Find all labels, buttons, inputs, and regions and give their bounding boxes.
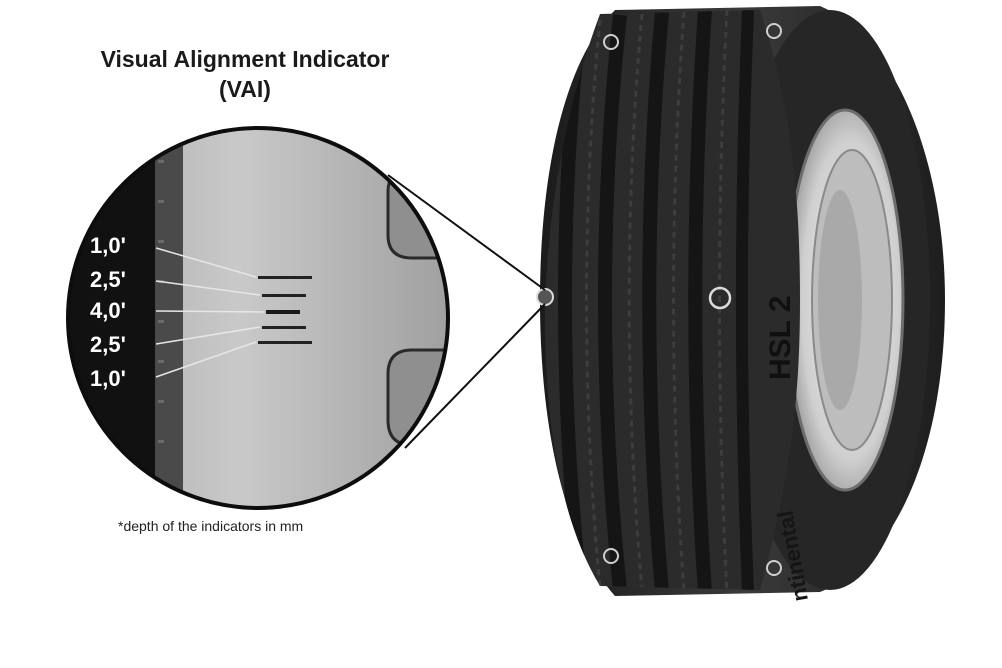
indicator-marker-circle (708, 286, 732, 310)
indicator-marker-circle (603, 548, 619, 564)
indicator-marker-circle (766, 560, 782, 576)
indicator-bar-2 (262, 294, 306, 297)
zoom-magnifier-circle: 1,0' 2,5' 4,0' 2,5' 1,0' (66, 126, 450, 510)
indicator-marker-circle (603, 34, 619, 50)
leader-line-1 (155, 247, 257, 278)
sidewall-model-text: HSL 2 (764, 296, 797, 380)
depth-label-4: 2,5' (90, 332, 126, 357)
depth-label-3: 4,0' (90, 298, 126, 323)
title-line-1: Visual Alignment Indicator (100, 46, 390, 72)
indicator-marker-circle (766, 23, 782, 39)
indicator-bar-1 (258, 276, 312, 279)
diagram-title: Visual Alignment Indicator (VAI) (40, 44, 450, 104)
tread-pattern (545, 10, 800, 590)
leader-line-2 (155, 280, 261, 296)
indicator-bar-5 (258, 341, 312, 344)
tire: HSL 2 ntinental (536, 6, 945, 603)
depth-label-5: 1,0' (90, 366, 126, 391)
wheel-hub-shadow (818, 190, 862, 410)
leader-line-4 (155, 326, 261, 345)
title-line-2: (VAI) (219, 76, 271, 102)
zoom-connector-bottom (404, 303, 546, 449)
leader-line-3 (155, 310, 265, 313)
depth-label-1: 1,0' (90, 233, 126, 258)
zoom-connector-top (387, 174, 546, 291)
depth-label-2: 2,5' (90, 267, 126, 292)
leader-line-5 (155, 341, 257, 378)
indicator-bar-4 (262, 326, 306, 329)
zoom-source-marker (536, 288, 554, 306)
footnote: *depth of the indicators in mm (118, 518, 304, 534)
indicator-bar-3 (266, 310, 300, 314)
